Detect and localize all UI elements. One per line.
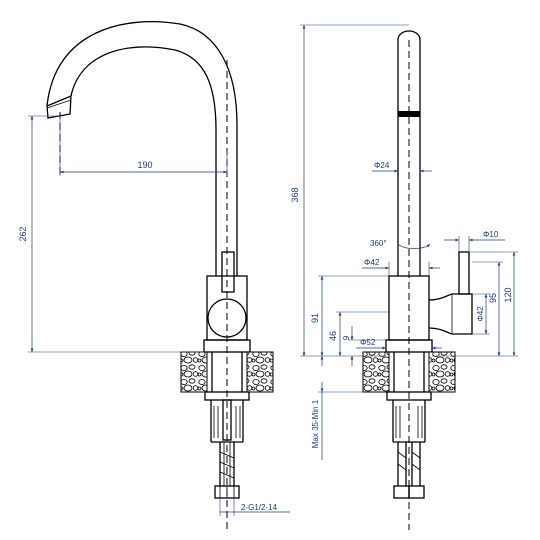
dim-base-height: 9 xyxy=(342,335,351,340)
spout-outer xyxy=(46,21,238,276)
spout-tip xyxy=(46,95,72,119)
dim-connection-thread: 2-G1/2-14 xyxy=(241,503,278,512)
side-base xyxy=(385,339,433,353)
dim-handle-height: 95 xyxy=(488,293,498,303)
dim-counter-thickness: Max 35-Min 1 xyxy=(311,399,320,448)
side-countertop-left xyxy=(362,351,390,393)
front-countertop-right xyxy=(246,351,274,393)
dim-lever-diameter: Φ10 xyxy=(483,230,499,239)
dim-body-diameter: Φ42 xyxy=(364,258,380,267)
front-hose xyxy=(219,442,235,486)
side-hose-right xyxy=(411,442,421,486)
dim-spout-reach: 190 xyxy=(137,160,152,170)
dim-lever-height: 120 xyxy=(503,287,513,302)
dim-base-diameter: Φ52 xyxy=(360,338,376,347)
front-base xyxy=(203,339,251,353)
dim-total-height: 368 xyxy=(290,187,300,202)
side-hose-left xyxy=(397,442,407,486)
dim-spout-diameter: Φ24 xyxy=(374,161,390,170)
side-aerator-band xyxy=(398,111,420,117)
front-countertop-left xyxy=(180,351,208,393)
side-view: 368 Φ24 360° Φ42 Φ10 120 95 Φ42 xyxy=(290,24,518,530)
dim-rotation: 360° xyxy=(370,239,387,248)
front-handle xyxy=(207,298,247,338)
dim-body-height: 91 xyxy=(310,313,320,323)
front-view: 190 262 2-G1/2-14 xyxy=(18,21,290,530)
side-hose-fitting-left xyxy=(393,485,410,499)
side-hose-fitting-right xyxy=(408,485,425,499)
front-mounting-nut xyxy=(210,400,244,443)
spout-inner xyxy=(70,46,217,276)
dim-handle-diameter: Φ42 xyxy=(476,306,485,322)
side-lever xyxy=(458,251,470,295)
dim-handle-axis-height: 46 xyxy=(328,331,338,341)
side-countertop-right xyxy=(428,351,456,393)
side-handle xyxy=(428,293,473,335)
side-spout xyxy=(397,30,421,276)
front-lever xyxy=(221,251,235,293)
dim-spout-height: 262 xyxy=(18,226,28,241)
